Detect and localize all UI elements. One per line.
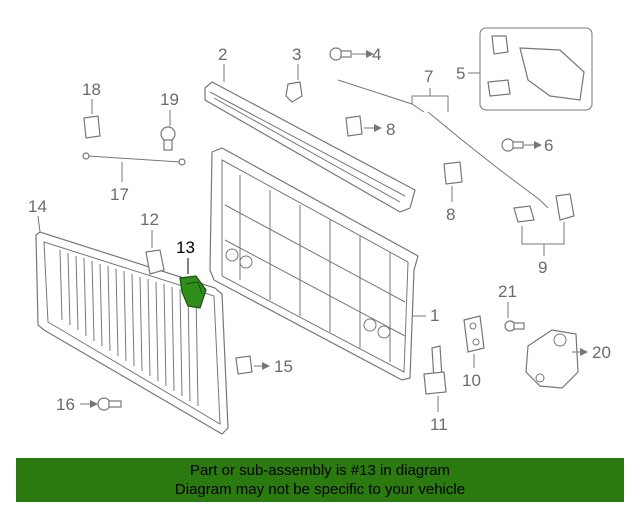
part-4-bolt [329,47,352,61]
tailgate-ribs [59,249,199,407]
part-19-bumper [160,126,176,151]
part-12-bumper [145,249,165,275]
callout-11: 11 [430,415,448,434]
part-21-bolt [504,320,525,332]
callout-5: 5 [456,64,465,83]
callout-14: 14 [28,197,47,216]
part-16-bolt [97,397,122,411]
tailgate-outer-panel [35,231,229,435]
callout-7: 7 [424,67,433,86]
callout-6: 6 [544,136,553,155]
callout-12: 12 [140,210,159,229]
part-11-hinge [423,345,447,395]
callout-15: 15 [274,357,293,376]
callout-19: 19 [160,90,179,109]
callout-1: 1 [430,306,439,325]
tailgate-inner-frame [209,147,419,381]
banner-line-1: Part or sub-assembly is #13 in diagram [189,462,451,479]
tailgate-top-rail [204,81,416,213]
part-9-latches [513,193,575,223]
part-5-bracket-box [479,27,593,111]
part-10-plate [463,315,485,353]
callout-10: 10 [462,371,481,390]
callout-20: 20 [592,343,611,362]
callout-9: 9 [538,258,547,277]
part-6-bolt [501,138,524,152]
part-8-block-upper [345,115,363,137]
parts-diagram: 14 2 1 3 4 5 7 [28,27,611,435]
banner-line-2: Diagram may not be specific to your vehi… [174,481,466,498]
callout-18: 18 [82,80,101,99]
callout-13: 13 [176,238,195,257]
callout-8-lower: 8 [446,205,455,224]
info-banner: Part or sub-assembly is #13 in diagram D… [16,458,624,502]
part-8-block-lower [443,161,463,185]
callout-3: 3 [292,45,301,64]
callout-4: 4 [372,45,381,64]
callout-16: 16 [56,395,75,414]
callout-21: 21 [498,282,517,301]
part-17-cable [82,152,186,166]
callout-2: 2 [218,45,227,64]
part-20-bracket [525,329,579,389]
callout-17: 17 [110,185,129,204]
part-18-clip [83,115,101,139]
part-3-clip [285,81,303,103]
part-15-clip [235,355,253,375]
part-13-highlighted [179,275,207,309]
callout-8-upper: 8 [386,120,395,139]
